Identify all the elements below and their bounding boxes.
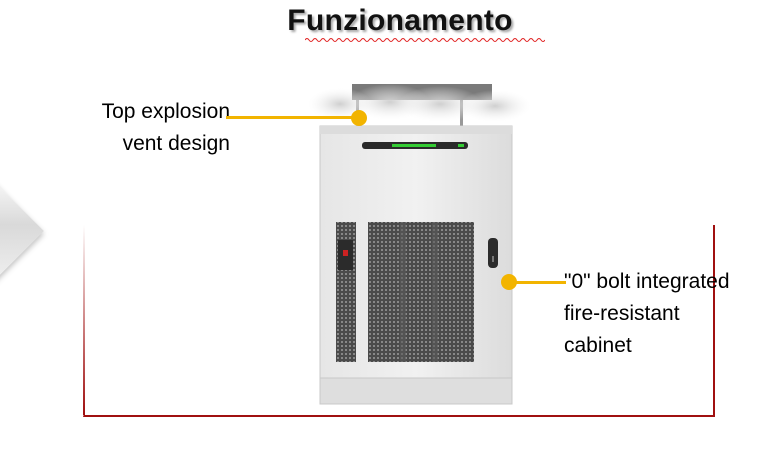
door-handle-icon — [488, 238, 498, 268]
main-vent — [368, 222, 474, 362]
slide-frame — [83, 225, 715, 417]
callout-cabinet-dot — [501, 274, 517, 290]
cabinet-illustration — [308, 84, 531, 405]
title-text: Funzionamento — [287, 4, 513, 37]
cabinet-base — [319, 377, 513, 405]
spellcheck-underline — [305, 38, 546, 42]
page-title: Funzionamento — [0, 4, 774, 42]
led-status-bar — [362, 142, 468, 149]
callout-top-vent-dot — [351, 110, 367, 126]
callout-top-vent-label: Top explosion vent design — [101, 100, 230, 155]
callout-cabinet-label: "0" bolt integrated fire-resistant cabin… — [564, 270, 730, 357]
decorative-diamond — [0, 170, 44, 292]
callout-cabinet-line — [508, 281, 566, 284]
callout-top-vent-line — [226, 116, 360, 119]
